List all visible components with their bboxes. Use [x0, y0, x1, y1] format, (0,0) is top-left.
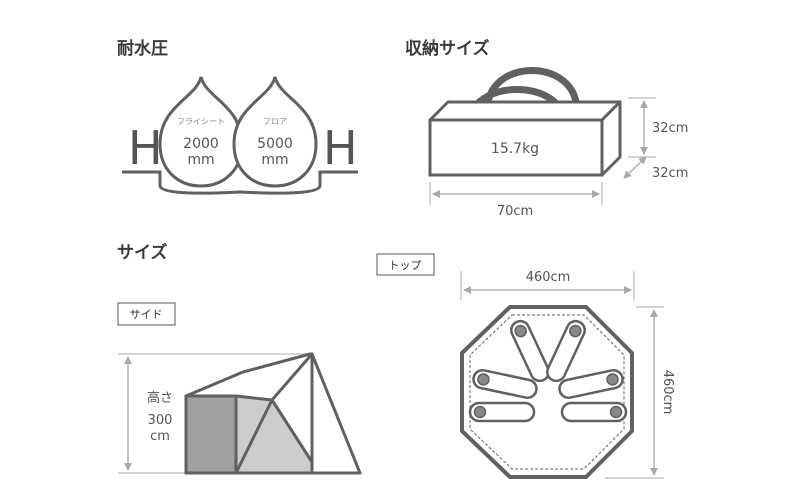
tent-height-unit: cm	[150, 429, 170, 444]
fly-value: 2000	[183, 136, 219, 152]
floor-unit: mm	[261, 152, 288, 168]
top-view-tag-label: トップ	[389, 259, 422, 272]
bag-width-label: 70cm	[497, 204, 533, 219]
bag-height-label: 32cm	[652, 121, 688, 136]
storage-heading: 収納サイズ	[405, 38, 490, 59]
inner-tent-outline	[469, 314, 625, 470]
tent-floor-octagon	[460, 305, 634, 479]
fly-unit: mm	[187, 152, 214, 168]
water-pressure-heading: 耐水圧	[117, 38, 168, 59]
bag-depth-label: 32cm	[652, 166, 688, 181]
fly-label: フライシート	[177, 117, 225, 126]
tent-height-label: 高さ	[147, 390, 173, 406]
fly-drop-icon	[158, 76, 244, 188]
tent-frame-icon	[184, 352, 362, 475]
size-heading: サイズ	[117, 242, 168, 263]
side-view-section: サイズ サイド 高さ 300 cm	[117, 242, 362, 475]
bag-depth-dimension	[623, 156, 647, 179]
sleeping-bag-icon	[510, 319, 550, 383]
floor-label: フロア	[263, 117, 287, 126]
tent-side-panel	[236, 396, 312, 473]
tent-depth-label: 460cm	[660, 370, 675, 415]
floor-value: 5000	[257, 136, 293, 152]
bag-top-face	[428, 100, 622, 122]
bag-weight: 15.7kg	[491, 141, 539, 157]
top-view-tag	[376, 253, 435, 276]
ground-line-icon	[122, 170, 358, 195]
sleeping-bag-icon	[546, 319, 586, 383]
bag-handle-back-icon	[484, 67, 580, 106]
h-letter-right: H	[323, 121, 358, 175]
sleeping-bag-icon	[468, 401, 536, 423]
top-view-section: トップ 460cm 460cm	[376, 253, 675, 479]
water-pressure-section: 耐水圧 H H フライシート 2000 mm フロア 5000 mm	[117, 38, 358, 195]
storage-section: 収納サイズ 15.7kg 32cm 32cm 70cm	[405, 38, 688, 219]
floor-drop-icon	[232, 76, 318, 188]
sleeping-bag-icon	[558, 368, 624, 400]
sleeping-bag-icon	[472, 368, 538, 400]
bag-front-face	[428, 118, 604, 177]
tent-front-panel	[186, 396, 236, 473]
tent-width-label: 460cm	[526, 270, 571, 285]
sleeping-bags	[468, 319, 628, 423]
sleeping-bag-icon	[560, 401, 628, 423]
h-letter-left: H	[128, 121, 163, 175]
side-view-tag	[117, 302, 176, 326]
side-view-tag-label: サイド	[130, 308, 163, 321]
tent-height-value: 300	[148, 413, 173, 428]
